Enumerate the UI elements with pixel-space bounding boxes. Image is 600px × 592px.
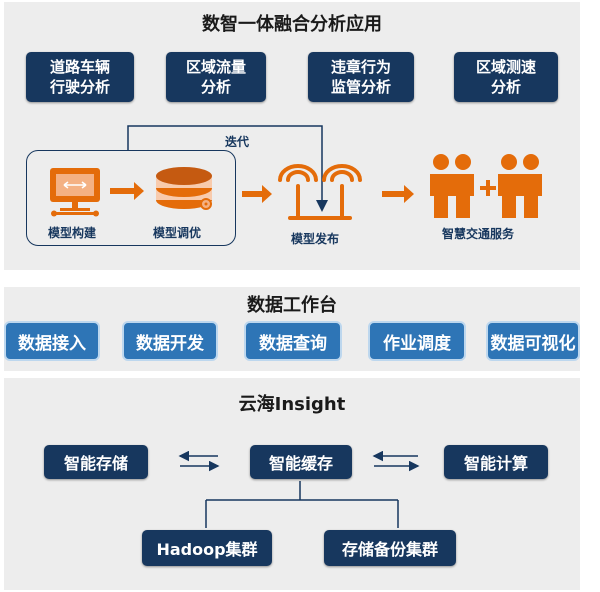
iterate-label: 迭代: [225, 135, 250, 149]
app-label-line1: 区域测速: [475, 58, 536, 76]
app-label-line1: 区域流量: [185, 58, 246, 76]
data-visualization-button[interactable]: 数据可视化: [486, 321, 580, 361]
app-label-line1: 违章行为: [330, 58, 391, 76]
app-label-line2: 行驶分析: [49, 78, 110, 96]
people-icon: [430, 154, 542, 218]
smart-compute-node[interactable]: 智能计算: [444, 445, 548, 479]
app-label-line2: 分析: [200, 78, 231, 96]
app-label-line2: 监管分析: [330, 78, 391, 96]
insight-panel-title: 云海Insight: [238, 394, 346, 415]
model-tune-label: 模型调优: [153, 226, 202, 240]
monitor-icon: [50, 168, 100, 217]
insight-panel: 云海Insight 智能存储 智能缓存 智能计算 Hadoop集群 存储备份集群: [4, 378, 580, 590]
job-schedule-button[interactable]: 作业调度: [368, 321, 466, 361]
analytics-panel: 数智一体融合分析应用 道路车辆 行驶分析 区域流量 分析 违章行为 监管分析 区…: [4, 2, 580, 270]
insight-connectors: [178, 450, 420, 528]
app-area-speed-analysis[interactable]: 区域测速 分析: [454, 52, 558, 102]
model-flow-graphic: [50, 125, 542, 220]
hadoop-cluster-node[interactable]: Hadoop集群: [142, 530, 272, 566]
data-ingest-button[interactable]: 数据接入: [4, 321, 100, 361]
workbench-panel: 数据工作台 数据接入 数据开发 数据查询 作业调度 数据可视化: [4, 287, 580, 371]
model-dev-group-frame: [26, 150, 236, 246]
publish-icon: [278, 164, 362, 220]
workbench-panel-title: 数据工作台: [247, 295, 337, 316]
app-label-line1: 道路车辆: [49, 58, 110, 76]
database-gear-icon: [156, 167, 212, 210]
smart-cache-node[interactable]: 智能缓存: [250, 445, 352, 479]
app-area-traffic-analysis[interactable]: 区域流量 分析: [166, 52, 266, 102]
analytics-panel-title: 数智一体融合分析应用: [202, 14, 382, 35]
app-road-vehicle-analysis[interactable]: 道路车辆 行驶分析: [26, 52, 134, 102]
model-build-label: 模型构建: [48, 226, 97, 240]
data-dev-button[interactable]: 数据开发: [122, 321, 218, 361]
app-violation-monitoring[interactable]: 违章行为 监管分析: [308, 52, 414, 102]
flow-arrow-1: [110, 182, 144, 200]
data-query-button[interactable]: 数据查询: [244, 321, 342, 361]
flow-arrow-3: [382, 185, 414, 203]
smart-traffic-service-label: 智慧交通服务: [442, 227, 515, 241]
backup-cluster-node[interactable]: 存储备份集群: [324, 530, 456, 566]
smart-storage-node[interactable]: 智能存储: [44, 445, 148, 479]
flow-arrow-2: [242, 185, 272, 203]
iterate-arrow: [127, 125, 328, 212]
model-publish-label: 模型发布: [291, 232, 340, 246]
app-label-line2: 分析: [490, 78, 521, 96]
